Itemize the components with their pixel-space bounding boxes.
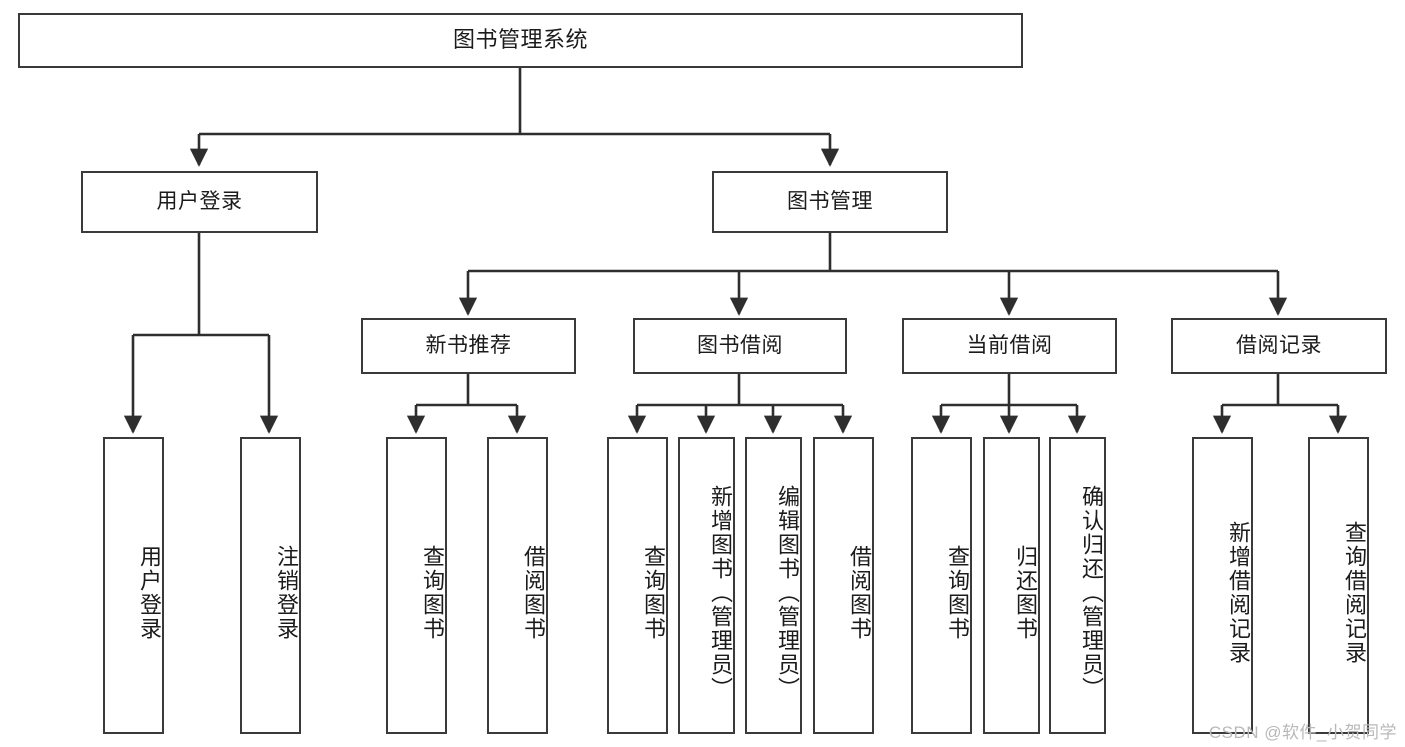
node-label: 确认归还（管理员） <box>1079 484 1104 701</box>
leaf-current-borrow-confirm-return-admin[interactable]: 确认归还（管理员） <box>1049 437 1106 734</box>
node-label: 当前借阅 <box>966 334 1053 358</box>
node-label: 图书借阅 <box>697 334 783 358</box>
node-label: 注销登录 <box>274 544 299 641</box>
node-book-management[interactable]: 图书管理 <box>712 171 948 233</box>
node-label: 查询图书 <box>945 544 970 641</box>
leaf-new-book-query-book[interactable]: 查询图书 <box>386 437 447 734</box>
node-label: 图书管理系统 <box>452 27 588 53</box>
leaf-user-login-signin[interactable]: 用户登录 <box>103 437 164 734</box>
node-user-login[interactable]: 用户登录 <box>81 171 318 233</box>
node-label: 归还图书 <box>1013 544 1038 641</box>
leaf-book-borrow-borrow-book[interactable]: 借阅图书 <box>813 437 874 734</box>
node-label: 查询图书 <box>641 544 666 641</box>
leaf-book-borrow-edit-book-admin[interactable]: 编辑图书（管理员） <box>745 437 802 734</box>
node-root-book-management-system[interactable]: 图书管理系统 <box>18 13 1023 68</box>
leaf-borrow-record-add-record[interactable]: 新增借阅记录 <box>1192 437 1253 734</box>
leaf-book-borrow-query-book[interactable]: 查询图书 <box>607 437 668 734</box>
node-label: 用户登录 <box>137 544 162 641</box>
leaf-user-login-signout[interactable]: 注销登录 <box>240 437 301 734</box>
node-label: 借阅图书 <box>521 544 546 641</box>
leaf-new-book-borrow-book[interactable]: 借阅图书 <box>487 437 548 734</box>
node-borrow-record[interactable]: 借阅记录 <box>1171 318 1387 374</box>
leaf-current-borrow-return-book[interactable]: 归还图书 <box>983 437 1040 734</box>
leaf-book-borrow-add-book-admin[interactable]: 新增图书（管理员） <box>678 437 735 734</box>
node-label: 查询借阅记录 <box>1342 520 1367 665</box>
node-label: 编辑图书（管理员） <box>775 484 800 701</box>
node-label: 新增图书（管理员） <box>708 484 733 701</box>
node-book-borrow[interactable]: 图书借阅 <box>633 318 847 374</box>
node-label: 图书管理 <box>787 190 873 214</box>
watermark: CSDN @软件_小贺同学 <box>1208 723 1397 742</box>
node-label: 用户登录 <box>156 190 243 214</box>
node-label: 查询图书 <box>420 544 445 641</box>
leaf-current-borrow-query-book[interactable]: 查询图书 <box>911 437 972 734</box>
node-label: 借阅图书 <box>847 544 872 641</box>
node-label: 借阅记录 <box>1236 334 1322 358</box>
leaf-borrow-record-query-record[interactable]: 查询借阅记录 <box>1308 437 1369 734</box>
node-label: 新书推荐 <box>425 334 512 358</box>
node-current-borrow[interactable]: 当前借阅 <box>902 318 1117 374</box>
node-new-book-recommend[interactable]: 新书推荐 <box>361 318 576 374</box>
node-label: 新增借阅记录 <box>1226 520 1251 665</box>
